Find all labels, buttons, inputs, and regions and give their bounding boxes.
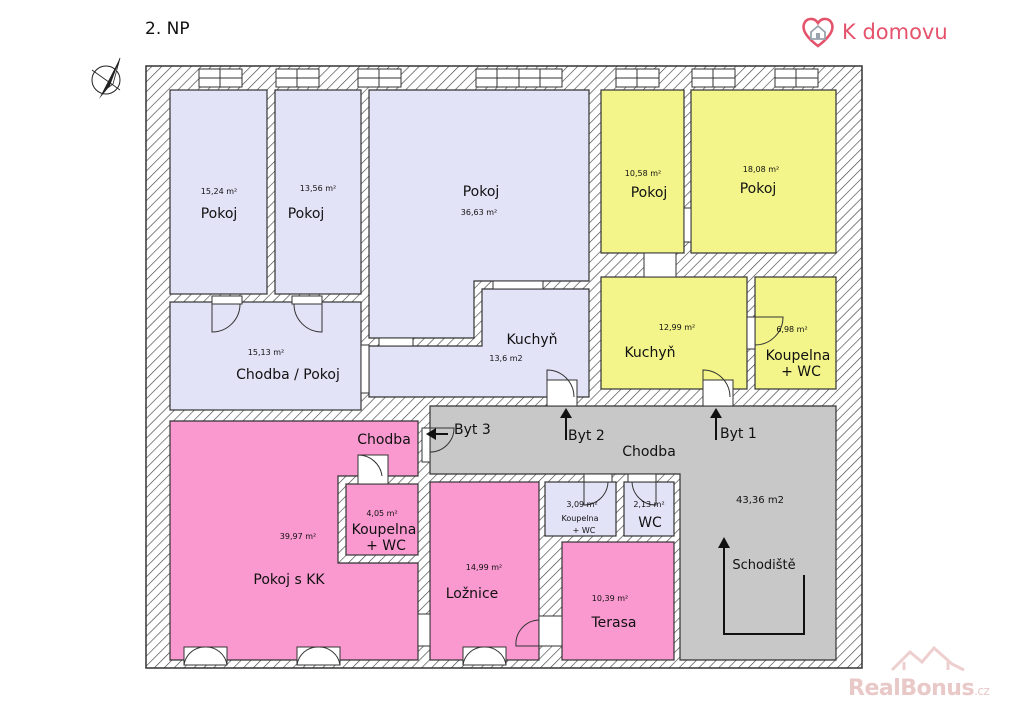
label-pokoj-a: Pokoj — [201, 206, 238, 222]
stair-arrow-icon — [718, 537, 730, 548]
entrance-byt3: Byt 3 — [454, 422, 491, 438]
area-pokoj-c: 36,63 m² — [461, 208, 497, 217]
label-koupelna-small-1: Koupelna — [561, 514, 598, 523]
area-kuchyn-y: 12,99 m² — [659, 323, 695, 332]
north-arrow-icon — [91, 57, 121, 99]
entrance-byt2: Byt 2 — [568, 428, 605, 444]
area-koupelna-small: 3,09 m² — [566, 500, 597, 509]
label-chodba-hall: Chodba — [622, 444, 676, 460]
label-koupelna-pink-1: Koupelna — [352, 522, 417, 538]
windows-top — [198, 68, 819, 88]
label-wc: WC — [638, 515, 662, 531]
room-pokoj-b — [274, 89, 362, 295]
room-chodba-hall — [429, 405, 837, 661]
room-loznice — [429, 481, 540, 661]
room-pokoj-a — [169, 89, 268, 295]
doors — [211, 207, 784, 647]
room-kuchyn-c — [368, 288, 590, 398]
room-pokoj-y1 — [600, 89, 685, 254]
area-koupelna-y: 6,98 m² — [776, 325, 807, 334]
room-chodba-pokoj — [169, 301, 362, 411]
floor-label: 2. NP — [145, 19, 190, 39]
room-kuchyn-y — [600, 276, 748, 390]
entrance-byt1: Byt 1 — [720, 426, 757, 442]
label-pokoj-c: Pokoj — [463, 184, 500, 200]
label-koupelna-y-1: Koupelna — [766, 348, 831, 364]
label-chodba-pink: Chodba — [357, 432, 411, 448]
room-pokoj-y2 — [690, 89, 837, 254]
label-loznice: Ložnice — [446, 586, 499, 602]
label-koupelna-small-2: + WC — [573, 526, 596, 535]
area-koupelna-pink: 4,05 m² — [366, 509, 397, 518]
area-pokoj-b: 13,56 m² — [300, 184, 336, 193]
k-domovu-logo[interactable]: K domovu — [800, 14, 948, 50]
area-kuchyn-c: 13,6 m2 — [489, 354, 522, 363]
stair-outline — [723, 546, 805, 635]
room-koupelna-pink — [345, 483, 419, 556]
realbonus-watermark: RealBonus.cz — [848, 640, 1018, 701]
label-koupelna-pink-2: + WC — [366, 538, 406, 554]
area-pokoj-kk: 39,97 m² — [280, 532, 316, 541]
label-koupelna-y-2: + WC — [781, 364, 821, 380]
label-pokoj-b: Pokoj — [288, 206, 325, 222]
watermark-suffix: .cz — [974, 684, 990, 698]
watermark-text: RealBonus.cz — [848, 676, 990, 701]
area-pokoj-y1: 10,58 m² — [625, 169, 661, 178]
windows-bottom — [183, 646, 507, 666]
label-pokoj-kk: Pokoj s KK — [253, 572, 325, 588]
heart-house-icon — [802, 17, 834, 48]
logo-text: K domovu — [842, 20, 948, 44]
area-pokoj-y2: 18,08 m² — [743, 165, 779, 174]
room-koupelna-small — [544, 481, 617, 537]
entrance-arrows — [426, 408, 722, 440]
room-pokoj-kk — [169, 420, 419, 661]
room-terasa — [561, 541, 675, 661]
watermark-name: RealBonus — [848, 676, 975, 701]
area-hall: 43,36 m2 — [736, 495, 784, 506]
room-pokoj-c — [368, 89, 590, 339]
label-chodba-pokoj: Chodba / Pokoj — [236, 367, 340, 383]
roofs-icon — [890, 645, 965, 672]
label-schodiste: Schodiště — [732, 558, 795, 573]
label-terasa: Terasa — [591, 615, 637, 631]
area-terasa: 10,39 m² — [592, 594, 628, 603]
area-chodba-pokoj: 15,13 m² — [248, 348, 284, 357]
area-pokoj-a: 15,24 m² — [201, 187, 237, 196]
label-kuchyn-c: Kuchyň — [506, 332, 557, 348]
label-pokoj-y2: Pokoj — [740, 181, 777, 197]
label-pokoj-y1: Pokoj — [631, 185, 668, 201]
label-kuchyn-y: Kuchyň — [624, 345, 675, 361]
area-loznice: 14,99 m² — [466, 563, 502, 572]
area-wc: 2,13 m² — [633, 500, 664, 509]
